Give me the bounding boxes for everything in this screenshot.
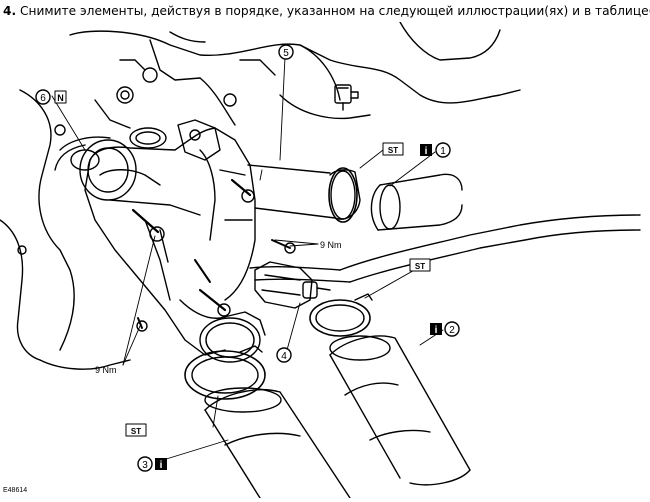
- hose-1-drawing: [247, 164, 463, 231]
- callout-6-label: 6: [40, 93, 46, 104]
- callout-1-label: 1: [440, 146, 446, 157]
- callout-5: 5: [278, 44, 294, 60]
- st-label-1: ST: [382, 142, 404, 156]
- callout-2: i 2: [430, 321, 460, 337]
- technical-illustration: 5 6 N ST i 1 ST i 2 4 9 Nm 9 Nm: [0, 21, 650, 499]
- st-label-text: ST: [415, 262, 425, 271]
- torque-label-upper: 9 Nm: [320, 240, 342, 250]
- callout-3: 3 i: [137, 456, 167, 472]
- callout-4: 4: [276, 347, 292, 363]
- step-number: 4.: [3, 4, 17, 18]
- callout-6: 6 N: [35, 89, 67, 105]
- figure-id: E48614: [3, 487, 27, 494]
- instruction-text: 4. Снимите элементы, действуя в порядке,…: [3, 3, 650, 19]
- bolts-drawing: [131, 178, 296, 332]
- st-label-2: ST: [409, 258, 431, 272]
- callout-1: i 1: [420, 142, 451, 158]
- callout-5-label: 5: [283, 48, 289, 59]
- callout-2-badge-i: i: [435, 325, 438, 336]
- sensor-connector-drawing: [254, 261, 331, 309]
- hose-2-drawing: [329, 335, 471, 486]
- callout-3-badge-i: i: [160, 460, 163, 471]
- st-label-3: ST: [125, 423, 147, 437]
- st-label-text: ST: [131, 427, 141, 436]
- upper-connector-drawing: [334, 84, 359, 111]
- callout-1-badge-i: i: [425, 146, 428, 157]
- engine-block-drawing: [0, 21, 521, 370]
- callout-2-label: 2: [449, 325, 455, 336]
- leader-lines: [51, 56, 444, 461]
- hose-3-drawing: [204, 387, 351, 499]
- callout-6-badge-n: N: [57, 93, 64, 103]
- coolant-pipe-drawing: [249, 214, 641, 283]
- torque-label-lower: 9 Nm: [95, 365, 117, 375]
- st-label-text: ST: [388, 146, 398, 155]
- callout-4-label: 4: [281, 351, 287, 362]
- thermostat-housing-drawing: [54, 119, 266, 363]
- hose-clamps-drawing: [184, 167, 373, 400]
- callout-3-label: 3: [142, 460, 148, 471]
- step-text: Снимите элементы, действуя в порядке, ук…: [20, 4, 650, 18]
